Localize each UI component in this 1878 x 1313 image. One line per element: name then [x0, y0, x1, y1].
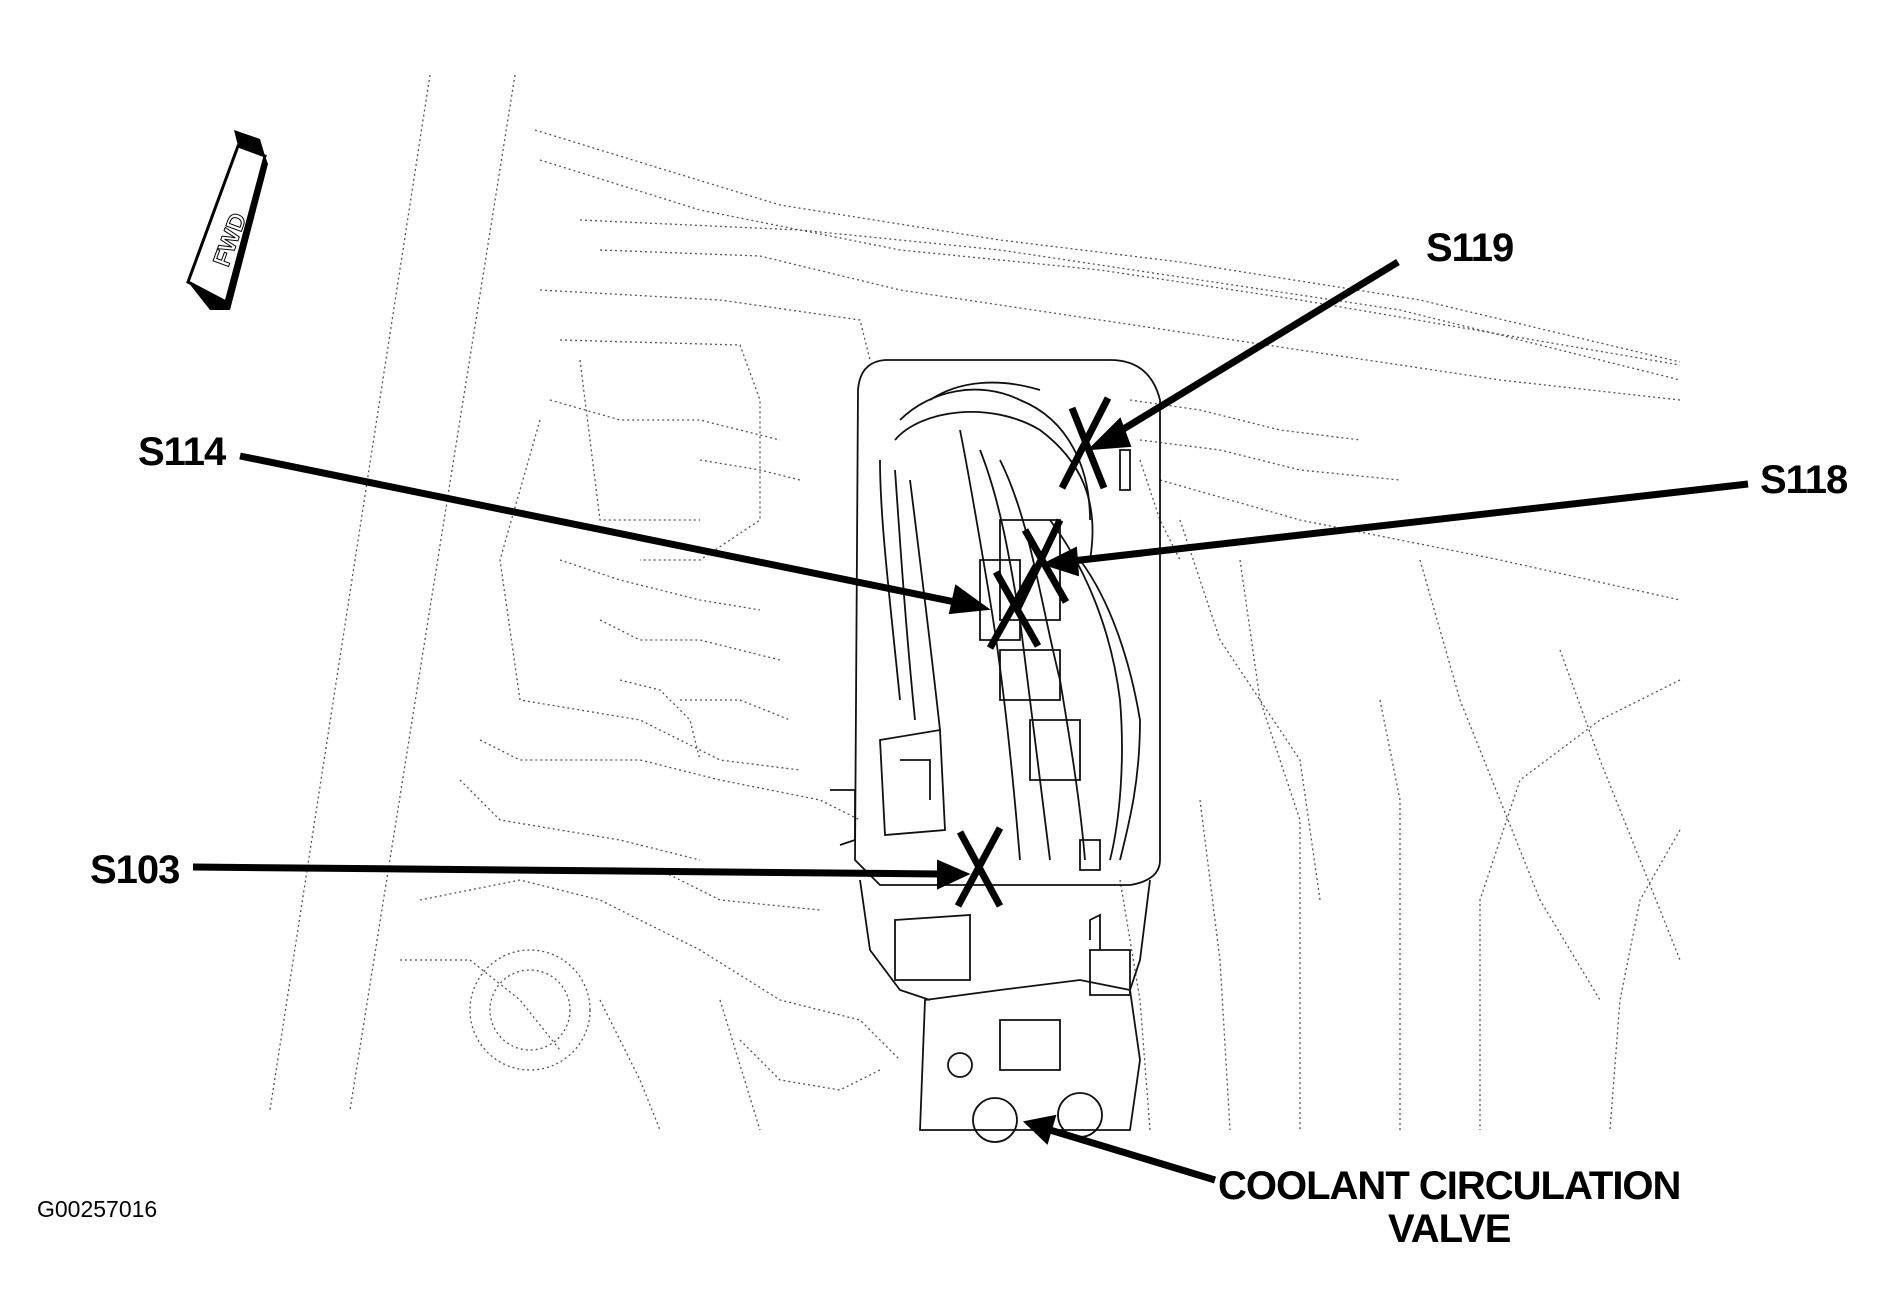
- figure-id: G00257016: [37, 1196, 158, 1222]
- s118-arrowhead: [1041, 546, 1080, 577]
- s114-arrowhead: [948, 584, 991, 615]
- splice-x-s118: [1014, 518, 1070, 610]
- callout-s103-label: S103: [90, 848, 180, 892]
- callout-leaders: [192, 259, 1749, 1184]
- s118-leader: [1071, 480, 1749, 565]
- s103-arrowhead: [937, 859, 971, 890]
- splice-x-s114: [986, 564, 1042, 650]
- splice-x-s119: [1058, 396, 1112, 490]
- coolant-arrowhead: [1022, 1114, 1057, 1145]
- callout-s119-label: S119: [1426, 226, 1514, 270]
- callout-coolant-label: COOLANT CIRCULATION VALVE: [1218, 1164, 1681, 1252]
- fwd-orientation-arrow: FWD: [186, 130, 268, 310]
- s119-leader: [1110, 259, 1400, 439]
- splice-markers: [954, 396, 1112, 908]
- power-distribution-center: [830, 359, 1161, 1143]
- coolant-label-line2: VALVE: [1388, 1207, 1511, 1252]
- s103-leader: [192, 863, 941, 878]
- callout-s118-label: S118: [1760, 458, 1848, 502]
- splice-x-s103: [954, 826, 1004, 908]
- coolant-leader: [1048, 1126, 1217, 1184]
- s119-arrowhead: [1087, 417, 1132, 451]
- callout-s114-label: S114: [138, 430, 226, 474]
- s114-leader: [239, 452, 961, 607]
- coolant-label-line1: COOLANT CIRCULATION: [1218, 1164, 1681, 1208]
